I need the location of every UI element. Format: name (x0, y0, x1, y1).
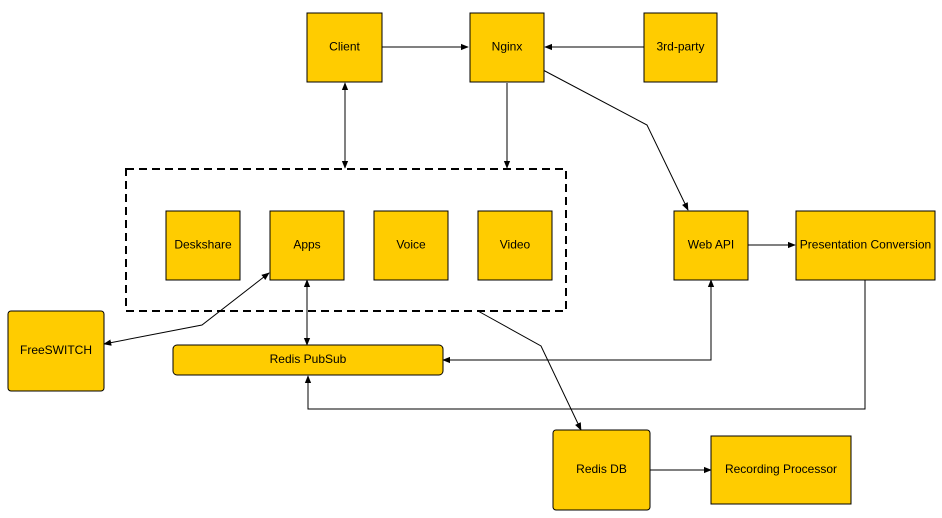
node-apps[interactable]: Apps (269, 210, 345, 281)
node-voice-label: Voice (396, 238, 426, 252)
node-redis-pubsub-label: Redis PubSub (270, 352, 347, 366)
edge-group-redisdb (477, 310, 582, 431)
node-redis-db-label: Redis DB (576, 462, 627, 476)
node-apps-label: Apps (293, 238, 320, 252)
node-presentation-conversion-label: Presentation Conversion (800, 238, 931, 252)
node-third-party[interactable]: 3rd-party (643, 12, 718, 83)
node-client-label: Client (329, 40, 360, 54)
node-web-api[interactable]: Web API (673, 210, 749, 281)
node-recording-processor-label: Recording Processor (725, 462, 837, 476)
node-video-label: Video (500, 238, 531, 252)
node-client[interactable]: Client (306, 12, 383, 83)
node-redis-pubsub[interactable]: Redis PubSub (172, 344, 444, 376)
node-voice[interactable]: Voice (373, 210, 449, 281)
node-nginx-label: Nginx (492, 40, 523, 54)
edge-presentation-pubsub (304, 280, 866, 410)
edge-freeswitch-apps (103, 272, 270, 346)
node-recording-processor[interactable]: Recording Processor (710, 435, 852, 505)
node-web-api-label: Web API (688, 238, 734, 252)
edge-pubsub-webapi (442, 279, 715, 364)
node-presentation-conversion[interactable]: Presentation Conversion (795, 210, 936, 281)
node-freeswitch-label: FreeSWITCH (20, 343, 92, 357)
services-group (125, 168, 567, 312)
edge-nginx-webapi (542, 69, 689, 211)
node-freeswitch[interactable]: FreeSWITCH (7, 310, 105, 392)
node-deskshare-label: Deskshare (174, 238, 232, 252)
node-nginx[interactable]: Nginx (469, 12, 545, 83)
edges (103, 43, 866, 474)
node-video[interactable]: Video (477, 210, 553, 281)
node-redis-db[interactable]: Redis DB (552, 429, 651, 511)
node-deskshare[interactable]: Deskshare (165, 210, 241, 281)
node-third-party-label: 3rd-party (656, 40, 704, 54)
